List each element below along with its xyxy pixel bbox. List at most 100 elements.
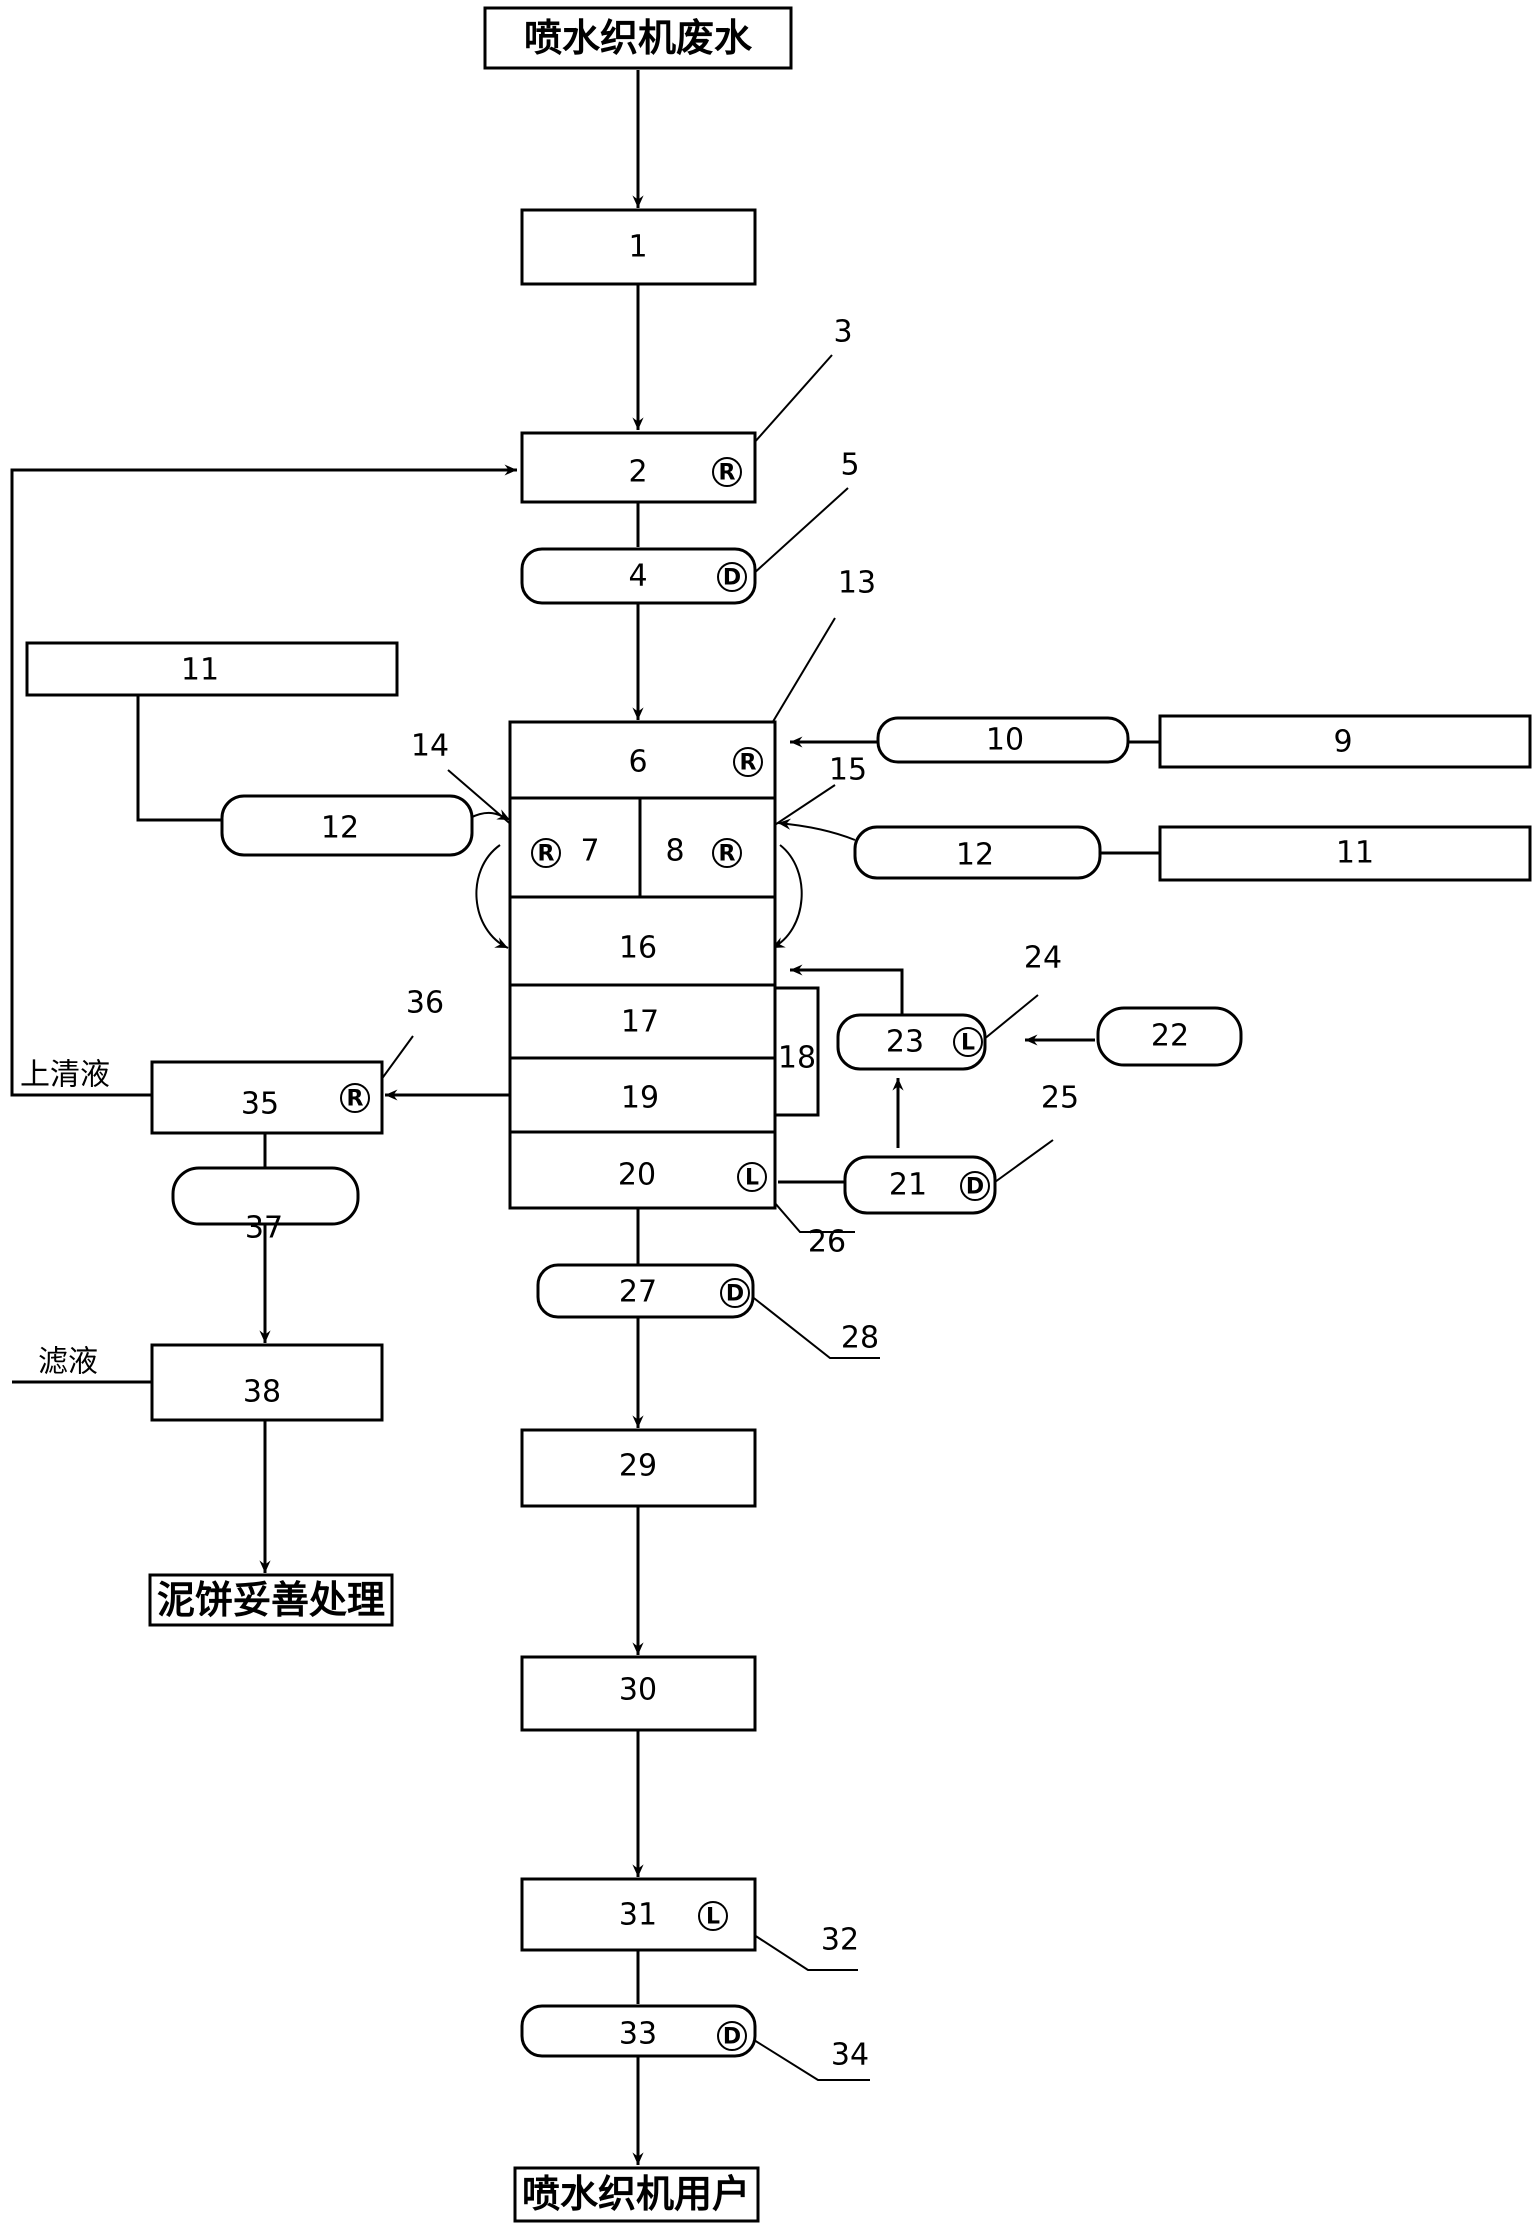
label-11-right: 11: [1336, 836, 1374, 871]
box-18: [773, 986, 820, 1117]
markers: R D R R R L D L D L D R: [340, 457, 990, 2051]
marker-r-13: R: [733, 747, 763, 777]
box-2: [520, 431, 757, 504]
callout-15: 15: [829, 753, 867, 788]
svg-text:R: R: [740, 751, 757, 776]
label-11-left: 11: [181, 653, 219, 688]
callout-32: 32: [821, 1923, 859, 1958]
box-30: [520, 1655, 757, 1732]
box-9: [1158, 714, 1532, 769]
label-37: 37: [245, 1211, 283, 1246]
label-12-right: 12: [956, 838, 994, 873]
reactor-divisions: [510, 796, 775, 1134]
svg-text:R: R: [347, 1087, 364, 1112]
callout-24: 24: [1024, 941, 1062, 976]
box-37: [171, 1166, 360, 1226]
sludge-box: [148, 1573, 394, 1627]
box-27: [536, 1263, 755, 1319]
svg-text:D: D: [723, 566, 741, 591]
supernatant-label: 上清液: [20, 1058, 110, 1093]
marker-d-5: D: [717, 562, 747, 592]
label-27: 27: [619, 1275, 657, 1310]
label-22: 22: [1151, 1019, 1189, 1054]
callout-13: 13: [838, 566, 876, 601]
callout-28: 28: [841, 1321, 879, 1356]
svg-text:R: R: [538, 842, 555, 867]
marker-l-26: L: [737, 1162, 767, 1192]
marker-d-34: D: [717, 2021, 747, 2051]
box-11-left: [25, 641, 399, 697]
marker-l-32: L: [698, 1901, 728, 1931]
label-1: 1: [628, 230, 647, 265]
label-17: 17: [621, 1005, 659, 1040]
callout-3: 3: [833, 315, 852, 350]
label-6: 6: [628, 745, 647, 780]
sludge-label: 泥饼妥善处理: [157, 1578, 385, 1622]
callout-34: 34: [831, 2038, 869, 2073]
label-29: 29: [619, 1449, 657, 1484]
label-23: 23: [886, 1025, 924, 1060]
label-18: 18: [778, 1041, 816, 1076]
label-31: 31: [619, 1898, 657, 1933]
label-10: 10: [986, 723, 1024, 758]
label-8: 8: [665, 834, 684, 869]
box-38: [150, 1343, 384, 1422]
callout-5: 5: [840, 448, 859, 483]
box-33: [520, 2004, 757, 2058]
label-19: 19: [621, 1081, 659, 1116]
svg-text:D: D: [726, 1282, 744, 1307]
callout-14: 14: [411, 729, 449, 764]
marker-d-25: D: [960, 1171, 990, 1201]
label-7: 7: [580, 834, 599, 869]
callout-leaders: [369, 354, 1054, 2081]
box-21: [843, 1155, 997, 1215]
label-12-left: 12: [321, 811, 359, 846]
recycle-lines: [10, 464, 517, 1573]
box-12-left: [220, 794, 474, 857]
svg-text:L: L: [706, 1905, 720, 1930]
marker-r-3: R: [712, 457, 742, 487]
callout-labels: 3 5 13 14 15 24 25 26 28 32 34 36: [406, 315, 1079, 2073]
marker-r-14: R: [531, 838, 561, 868]
user-label: 喷水织机用户: [522, 2172, 750, 2216]
svg-text:L: L: [961, 1031, 975, 1056]
marker-d-28: D: [720, 1278, 750, 1308]
box-10: [876, 716, 1130, 764]
label-20: 20: [618, 1158, 656, 1193]
callout-26: 26: [808, 1225, 846, 1260]
reactor-box: [508, 720, 777, 1210]
box-1: [520, 208, 757, 286]
box-23: [836, 1013, 987, 1071]
box-35: [150, 1060, 384, 1135]
process-boxes: [25, 6, 1532, 2223]
side-labels: 上清液 滤液: [20, 1058, 110, 1380]
label-2: 2: [628, 455, 647, 490]
source-label: 喷水织机废水: [524, 16, 753, 60]
label-16: 16: [619, 931, 657, 966]
marker-r-15: R: [712, 838, 742, 868]
box-29: [520, 1428, 757, 1508]
marker-r-36: R: [340, 1083, 370, 1113]
svg-text:D: D: [723, 2025, 741, 2050]
marker-l-24: L: [953, 1027, 983, 1057]
box-4: [520, 547, 757, 605]
label-38: 38: [243, 1375, 281, 1410]
box-12-right: [853, 825, 1102, 880]
callout-36: 36: [406, 986, 444, 1021]
label-9: 9: [1333, 725, 1352, 760]
svg-text:L: L: [745, 1166, 759, 1191]
svg-text:D: D: [966, 1175, 984, 1200]
callout-25: 25: [1041, 1081, 1079, 1116]
label-4: 4: [628, 559, 647, 594]
svg-text:R: R: [719, 842, 736, 867]
box-labels: 喷水织机废水 喷水织机用户 泥饼妥善处理 1 2 4 6 7 8 9 10 11…: [157, 16, 1374, 2216]
box-11-right: [1158, 825, 1532, 882]
label-21: 21: [889, 1168, 927, 1203]
label-35: 35: [241, 1087, 279, 1122]
box-31: [520, 1877, 757, 1952]
label-33: 33: [619, 2017, 657, 2052]
source-box: [483, 6, 793, 70]
user-box: [513, 2166, 760, 2223]
box-22: [1096, 1006, 1243, 1067]
